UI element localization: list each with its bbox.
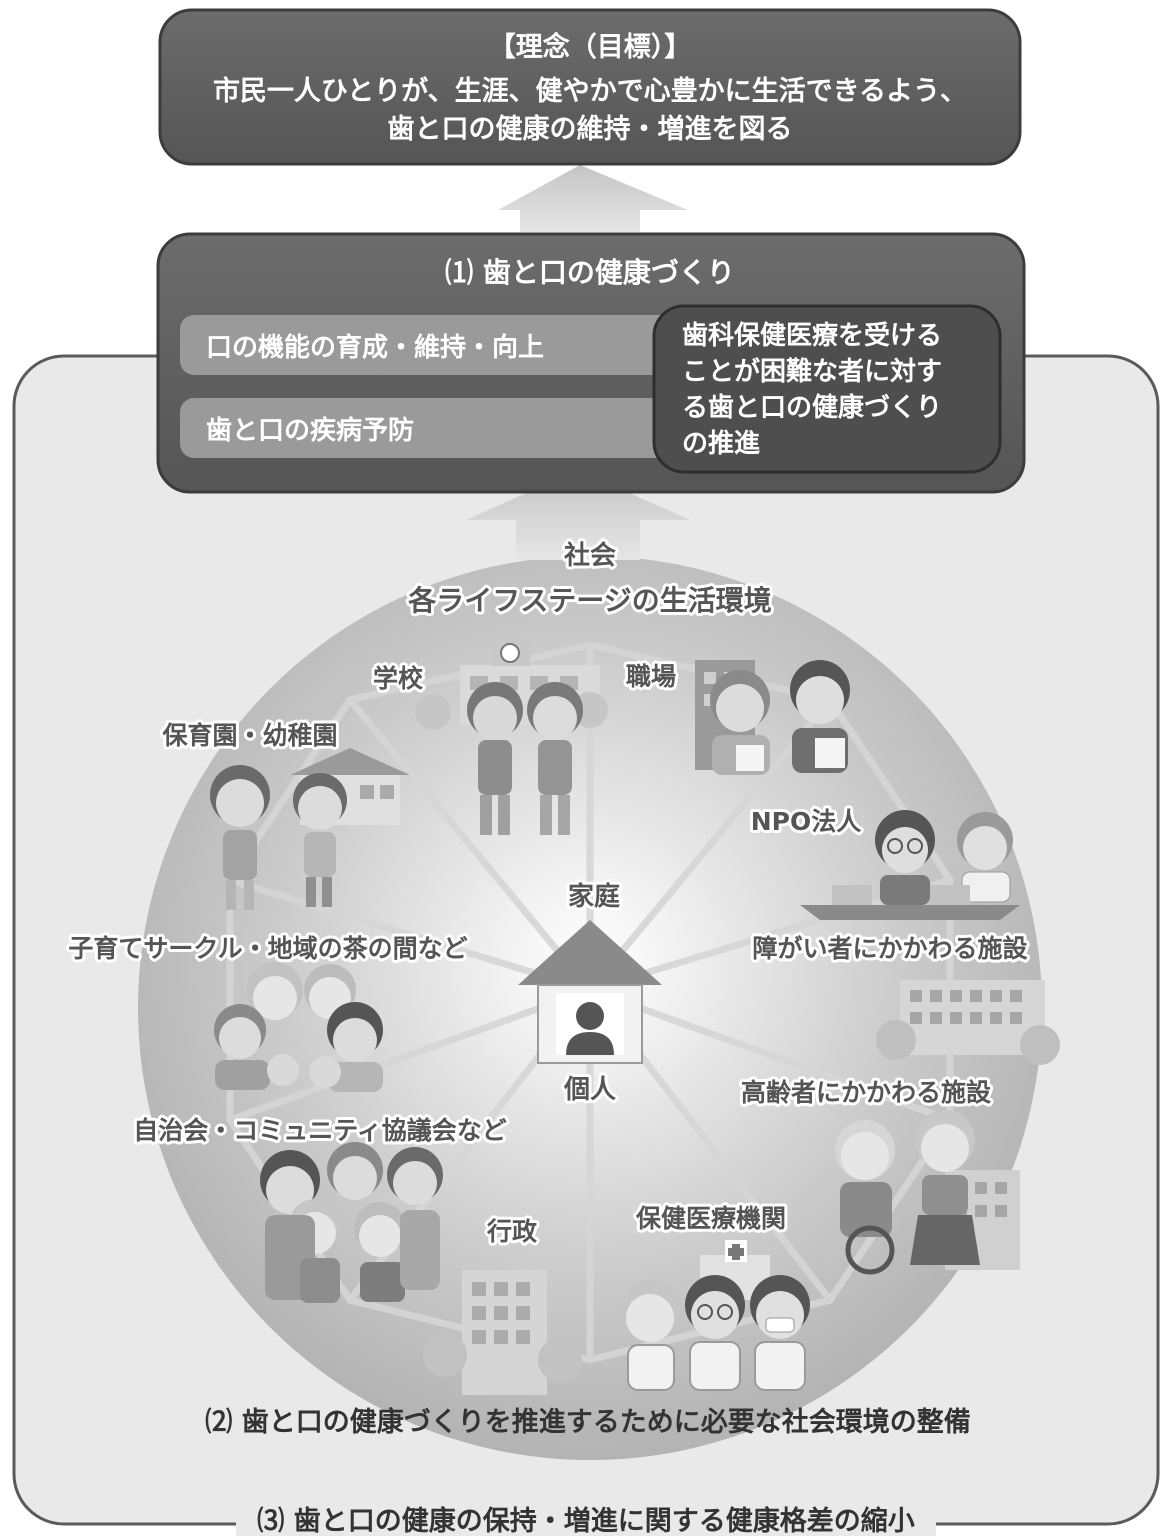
workplace-label: 職場 — [626, 662, 676, 691]
school-label: 学校 — [373, 664, 424, 693]
pillar1-special-line2: ことが困難な者に対す — [682, 356, 942, 387]
medical-label: 保健医療機関 — [635, 1204, 786, 1233]
society-sublabel: 各ライフステージの生活環境 — [407, 584, 771, 617]
disability-label: 障がい者にかかわる施設 — [752, 934, 1028, 963]
disability-facility-icon — [876, 980, 1060, 1065]
goal-box — [158, 8, 1022, 166]
pillar1-title: ⑴ 歯と口の健康づくり — [445, 256, 735, 289]
pillar1-special-box — [652, 304, 1002, 474]
goal-line2: 歯と口の健康の維持・増進を図る — [388, 113, 793, 145]
community-group-icon — [260, 1142, 443, 1303]
home-house-icon — [518, 920, 662, 1064]
pillar1-item2: 歯と口の疾病予防 — [206, 415, 414, 446]
childcare-label: 子育てサークル・地域の茶の間など — [68, 934, 467, 963]
pillar1-special-line1: 歯科保健医療を受ける — [682, 320, 942, 351]
medical-institution-icon — [620, 1240, 810, 1391]
pillar1-item2-box — [180, 398, 740, 458]
individual-label: 個人 — [563, 1075, 616, 1105]
pillar3-label-bg — [236, 1498, 936, 1538]
home-label: 家庭 — [568, 881, 620, 912]
society-label: 社会 — [564, 540, 616, 571]
government-label: 行政 — [486, 1217, 538, 1246]
childcare-group-icon — [214, 962, 383, 1092]
students-figure-icon — [467, 682, 583, 835]
pillar2-label: ⑵ 歯と口の健康づくりを推進するために必要な社会環境の整備 — [205, 1406, 970, 1438]
up-arrow-middle — [466, 470, 690, 560]
npo-label: NPO法人 — [751, 807, 862, 836]
npo-icon — [800, 810, 1020, 920]
pillar3-label: ⑶ 歯と口の健康の保持・増進に関する健康格差の縮小 — [257, 1505, 914, 1536]
nursery-icon — [210, 748, 410, 910]
pillar1-special-line4: の推進 — [682, 429, 760, 459]
nursery-label: 保育園・幼稚園 — [161, 721, 337, 750]
pillar1-special-line3: る歯と口の健康づくり — [682, 392, 942, 423]
pillar1-item1: 口の機能の育成・維持・向上 — [206, 332, 544, 363]
government-building-icon — [423, 1270, 582, 1395]
elderly-label: 高齢者にかかわる施設 — [741, 1078, 992, 1107]
workplace-icon — [695, 660, 850, 775]
community-label: 自治会・コミュニティ協議会など — [133, 1116, 507, 1145]
up-arrow-top — [498, 165, 688, 232]
goal-heading: 【理念（目標）】 — [489, 31, 692, 63]
pillar1-item1-box — [180, 315, 740, 375]
goal-line1: 市民一人ひとりが、生涯、健やかで心豊かに生活できるよう、 — [213, 75, 967, 107]
elderly-facility-icon — [835, 1110, 1020, 1275]
